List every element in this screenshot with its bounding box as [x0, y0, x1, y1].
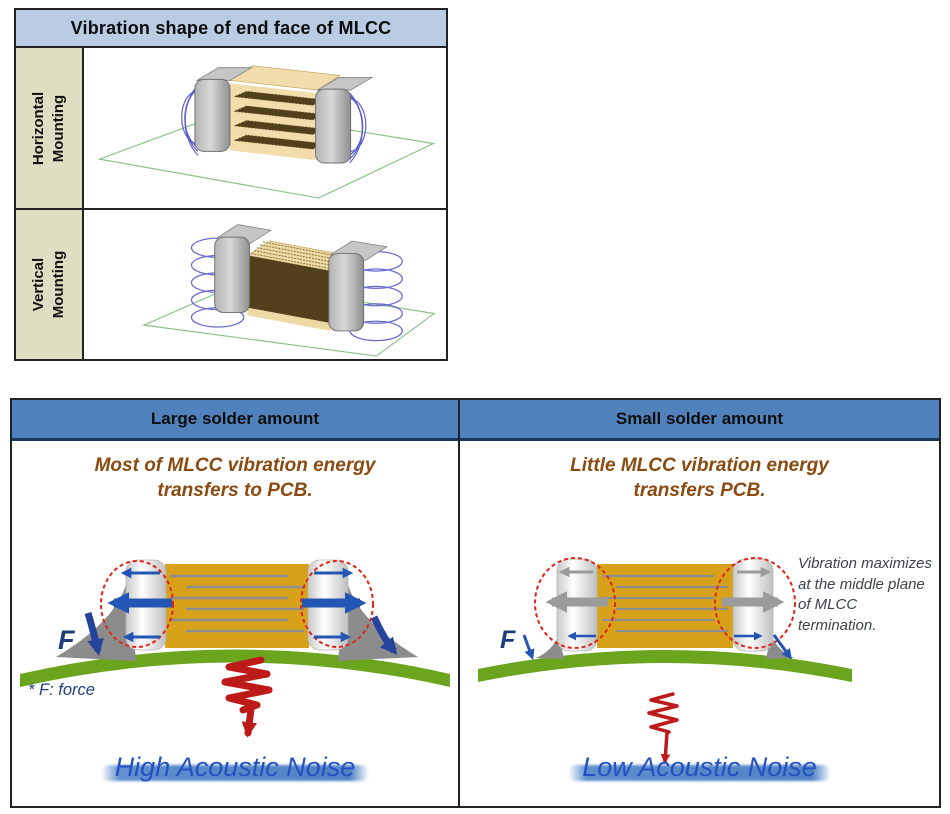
electrode-lines	[602, 574, 728, 633]
horizontal-mounting-image-cell	[84, 48, 446, 208]
vibration-annotation: Vibration maximizes at the middle plane …	[798, 555, 932, 635]
mlcc-body	[597, 564, 733, 648]
result-text: High Acoustic Noise	[114, 752, 356, 782]
ceramic-bottom-strip	[247, 307, 331, 331]
description-line2: transfers PCB.	[633, 479, 766, 501]
horizontal-mounting-label-cell: Horizontal Mounting	[16, 48, 84, 208]
horizontal-mlcc-illustration	[97, 65, 436, 199]
force-label: F	[58, 625, 76, 655]
description-line1: Little MLCC vibration energy	[570, 455, 829, 476]
row-label-line1: Vertical	[30, 257, 48, 312]
displacement-arrows	[107, 567, 367, 643]
right-termination	[315, 88, 352, 164]
result-text: Low Acoustic Noise	[582, 752, 817, 782]
right-termination	[328, 253, 365, 332]
base-arrows-blue	[522, 631, 792, 660]
vertical-mounting-row: Vertical Mounting	[16, 208, 446, 359]
vibration-circles	[534, 557, 796, 649]
large-solder-header: Large solder amount	[12, 400, 458, 441]
row-label-line2: Mounting	[50, 94, 67, 162]
electrode-front-face	[247, 255, 331, 324]
small-solder-header: Small solder amount	[460, 400, 939, 441]
vibration-arcs-right	[349, 92, 367, 164]
description-line2: transfers to PCB.	[157, 479, 313, 501]
vertical-mounting-image-cell	[84, 210, 446, 359]
high-acoustic-noise-label: High Acoustic Noise	[100, 752, 370, 783]
large-solder-panel: Large solder amount Most of MLCC vibrati…	[12, 400, 460, 806]
small-solder-description: Little MLCC vibration energy transfers P…	[460, 454, 939, 503]
small-solder-result-wrap: Low Acoustic Noise	[460, 752, 939, 783]
acoustic-spring-icon	[221, 656, 273, 738]
vibration-shape-table: Vibration shape of end face of MLCC Hori…	[14, 8, 448, 361]
description-line1: Most of MLCC vibration energy	[94, 455, 376, 476]
left-termination	[214, 236, 251, 314]
ceramic-bottom-strip	[229, 144, 316, 161]
pcb-board	[478, 650, 852, 682]
mlcc-body	[165, 564, 309, 648]
row-label-line1: Horizontal	[30, 91, 48, 165]
vertical-mlcc-illustration	[141, 224, 436, 357]
acoustic-spring-icon	[647, 692, 679, 764]
vertical-mounting-label-cell: Vertical Mounting	[16, 210, 84, 359]
solder-comparison-table: Large solder amount Most of MLCC vibrati…	[10, 398, 941, 808]
electrode-lines	[170, 574, 304, 633]
left-termination	[194, 78, 231, 152]
force-arrows	[84, 612, 398, 656]
row-label-line2: Mounting	[50, 250, 68, 319]
large-solder-description: Most of MLCC vibration energy transfers …	[12, 454, 458, 503]
right-solder-fillet	[338, 577, 418, 661]
vibration-table-title: Vibration shape of end face of MLCC	[16, 10, 446, 48]
small-solder-diagram: F	[478, 557, 852, 764]
small-solder-panel: Small solder amount Little MLCC vibratio…	[460, 400, 939, 806]
large-solder-result-wrap: High Acoustic Noise	[12, 752, 458, 783]
vibration-circles	[100, 560, 374, 648]
horizontal-mounting-row: Horizontal Mounting	[16, 48, 446, 208]
large-solder-diagram: F * F: force	[20, 559, 450, 738]
displacement-arrows-gray	[545, 566, 785, 613]
pcb-wireframe	[141, 281, 436, 357]
electrode-slabs	[231, 90, 328, 150]
vibration-arcs-left	[181, 84, 199, 156]
force-note: * F: force	[28, 681, 95, 699]
low-acoustic-noise-label: Low Acoustic Noise	[568, 752, 831, 783]
force-label: F	[500, 626, 516, 654]
pcb-wireframe	[97, 109, 436, 199]
